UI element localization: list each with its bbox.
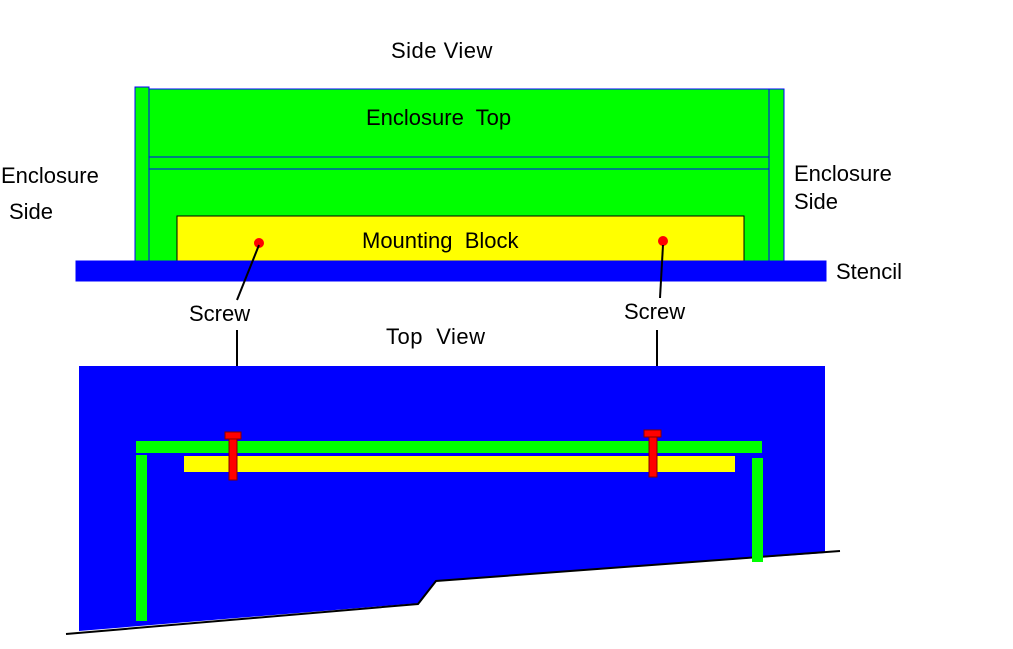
screw-right-leader-top bbox=[659, 244, 664, 299]
right-side-label-line1: Enclosure bbox=[794, 161, 892, 186]
right-side-label-line2: Side bbox=[794, 189, 839, 214]
left-side-label-line1: Enclosure bbox=[1, 163, 99, 188]
side-view-title: Side View bbox=[391, 38, 493, 63]
break-line bbox=[65, 550, 841, 635]
enclosure-side-right bbox=[768, 88, 785, 263]
top-view-title: Top View bbox=[386, 324, 486, 349]
enclosure-top-right-leg bbox=[752, 458, 763, 562]
enclosure-top-rail bbox=[136, 441, 762, 453]
screw-left-leader-top bbox=[236, 244, 260, 301]
stencil-side bbox=[75, 260, 827, 282]
stencil-top-plate bbox=[79, 366, 825, 631]
screw-right-top bbox=[643, 429, 662, 478]
screw-left-label: Screw bbox=[189, 301, 251, 326]
stencil-label: Stencil bbox=[836, 259, 903, 284]
screw-left-dot bbox=[254, 238, 264, 248]
screw-right-label: Screw bbox=[624, 299, 686, 324]
mounting-block-top bbox=[184, 456, 735, 472]
left-side-label-line2: Side bbox=[9, 199, 54, 224]
screw-left-top bbox=[224, 431, 242, 481]
enclosure-top-left-leg bbox=[136, 455, 147, 621]
enclosure-side-left bbox=[134, 86, 150, 263]
mounting-block-side bbox=[176, 215, 745, 263]
mounting-block-label: Mounting Block bbox=[362, 228, 519, 253]
enclosure-top-label: Enclosure Top bbox=[366, 105, 512, 130]
screw-right-dot bbox=[658, 236, 668, 246]
